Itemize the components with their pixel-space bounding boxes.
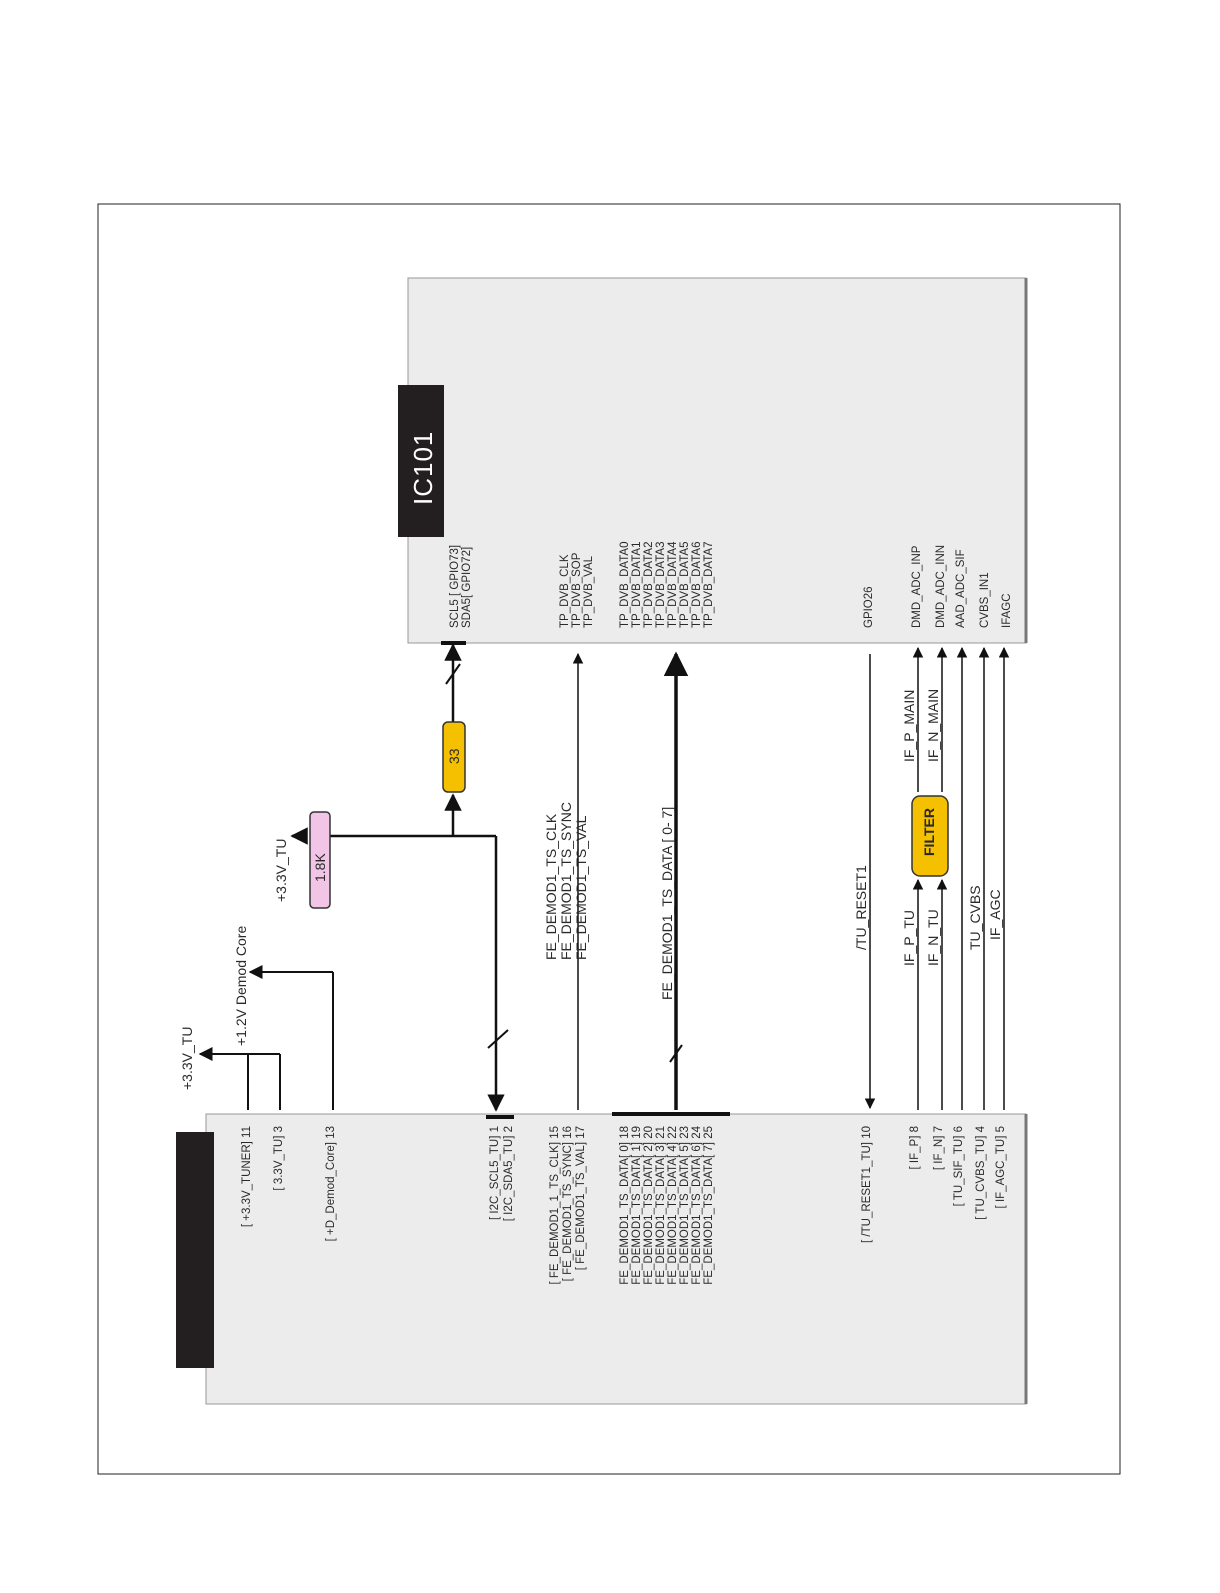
net-v33-tu-b: +3.3V_TU	[273, 839, 289, 902]
pin-7: [ IF_N] 7	[933, 1126, 945, 1170]
pin-tp-data7: TP_DVB_DATA7	[703, 542, 715, 629]
resistor-1k8-label: 1.8K	[312, 853, 328, 882]
net-ts-clk: FE_DEMOD1_TS_CLK	[543, 813, 559, 960]
filter-label: FILTER	[921, 808, 937, 856]
pin-5: [ IF_AGC_TU] 5	[995, 1126, 1007, 1208]
ts-data-bus	[612, 651, 730, 1116]
pin-20: FE_DEMOD1_TS_DATA[ 2] 20	[643, 1126, 655, 1285]
page-frame	[97, 203, 1121, 1475]
pin-sda5: SDA5[ GPIO72]	[461, 547, 473, 628]
net-if-n-tu: IF_N_TU	[925, 909, 941, 966]
filter-block	[911, 795, 949, 877]
power-rails	[198, 965, 334, 1110]
pin-23: FE_DEMOD1_TS_DATA[ 5] 23	[679, 1126, 691, 1285]
net-v12-core: +1.2V Demod Core	[233, 926, 249, 1046]
ic101-block	[407, 277, 1027, 644]
net-if-p-main: IF_P_MAIN	[901, 690, 917, 762]
net-tu-reset: /TU_RESET1	[853, 865, 869, 950]
i2c-bus	[290, 641, 514, 1119]
pin-tp-data6: TP_DVB_DATA6	[691, 542, 703, 629]
pin-tp-data3: TP_DVB_DATA3	[655, 542, 667, 629]
if-lines	[912, 646, 1010, 1110]
pin-dmd-inn: DMD_ADC_INN	[935, 545, 947, 628]
pin-scl5: SCL5 [ GPIO73]	[449, 545, 461, 628]
resistor-33-label: 33	[446, 748, 462, 764]
pin-tp-data5: TP_DVB_DATA5	[679, 542, 691, 629]
pin-4: [ TU_CVBS_TU] 4	[975, 1125, 987, 1219]
pin-cvbs-in1: CVBS_IN1	[979, 572, 991, 628]
pin-6: [ TU_SIF_TU] 6	[953, 1126, 965, 1206]
ic101-label: IC101	[408, 431, 438, 505]
ic101-pins: SCL5 [ GPIO73] SDA5[ GPIO72] TP_DVB_CLK …	[449, 541, 1013, 628]
pin-15: [ FE_DEMOD1_1_TS_CLK] 15	[549, 1126, 561, 1285]
pin-16: [ FE_DEMOD1_TS_SYNC] 16	[562, 1126, 574, 1281]
pin-18: FE_DEMOD1_TS_DATA[ 0] 18	[619, 1126, 631, 1285]
pin-3: [ 3.3V_TU] 3	[273, 1126, 285, 1191]
pin-tp-data0: TP_DVB_DATA0	[619, 542, 631, 629]
pin-gpio26: GPIO26	[863, 586, 875, 628]
net-ts-sync: FE_DEMOD1_TS_SYNC	[558, 802, 574, 960]
pin-19: FE_DEMOD1_TS_DATA[ 1] 19	[631, 1126, 643, 1285]
pin-17: [ FE_DEMOD1_TS_VAL] 17	[575, 1126, 587, 1270]
tuner-block	[205, 1113, 1027, 1405]
pin-13: [ +D_Demod_Core] 13	[325, 1126, 337, 1241]
net-if-agc: IF_AGC	[987, 889, 1003, 940]
tuner-label-box	[176, 1132, 214, 1368]
resistor-1k8	[309, 811, 331, 909]
net-if-n-main: IF_N_MAIN	[925, 689, 941, 762]
tuner-pins: [ +3.3V_TUNER] 11 [ 3.3V_TU] 3 [ +D_Demo…	[241, 1125, 1007, 1284]
pin-dmd-inp: DMD_ADC_INP	[911, 545, 923, 628]
net-v33-tu-a: +3.3V_TU	[179, 1027, 195, 1090]
net-if-p-tu: IF_P_TU	[901, 910, 917, 966]
net-ts-data: FE_DEMOD1_TS_DATA [ 0- 7]	[659, 807, 675, 1000]
pin-aad-sif: AAD_ADC_SIF	[955, 549, 967, 628]
pin-ifagc: IFAGC	[1001, 593, 1013, 628]
net-tu-cvbs: TU_CVBS	[967, 885, 983, 950]
pin-tp-data4: TP_DVB_DATA4	[667, 541, 679, 628]
pin-10: [ /TU_RESET1_TU] 10	[861, 1126, 873, 1243]
resistor-33	[442, 721, 466, 793]
pin-tp-clk: TP_DVB_CLK	[559, 554, 571, 628]
pin-tp-data1: TP_DVB_DATA1	[631, 542, 643, 629]
pin-25: FE_DEMOD1_TS_DATA[ 7] 25	[703, 1126, 715, 1285]
pin-8: [ IF_P] 8	[909, 1126, 921, 1169]
pin-11: [ +3.3V_TUNER] 11	[241, 1126, 253, 1227]
pin-tp-data2: TP_DVB_DATA2	[643, 542, 655, 629]
ic101-label-box	[398, 385, 444, 537]
pin-1: [ I2C_SCL5_TU] 1	[489, 1126, 501, 1220]
pin-24: FE_DEMOD1_TS_DATA[ 6] 24	[691, 1125, 703, 1284]
pin-22: FE_DEMOD1_TS_DATA[ 4] 22	[667, 1126, 679, 1285]
net-ts-val: FE_DEMOD1_TS_VAL	[573, 815, 589, 960]
pin-tp-sop: TP_DVB_SOP	[571, 552, 583, 628]
pin-21: FE_DEMOD1_TS_DATA[ 3] 21	[655, 1126, 667, 1285]
pin-2: [ I2C_SDA5_TU] 2	[503, 1126, 515, 1221]
pin-tp-val: TP_DVB_VAL	[583, 555, 595, 628]
